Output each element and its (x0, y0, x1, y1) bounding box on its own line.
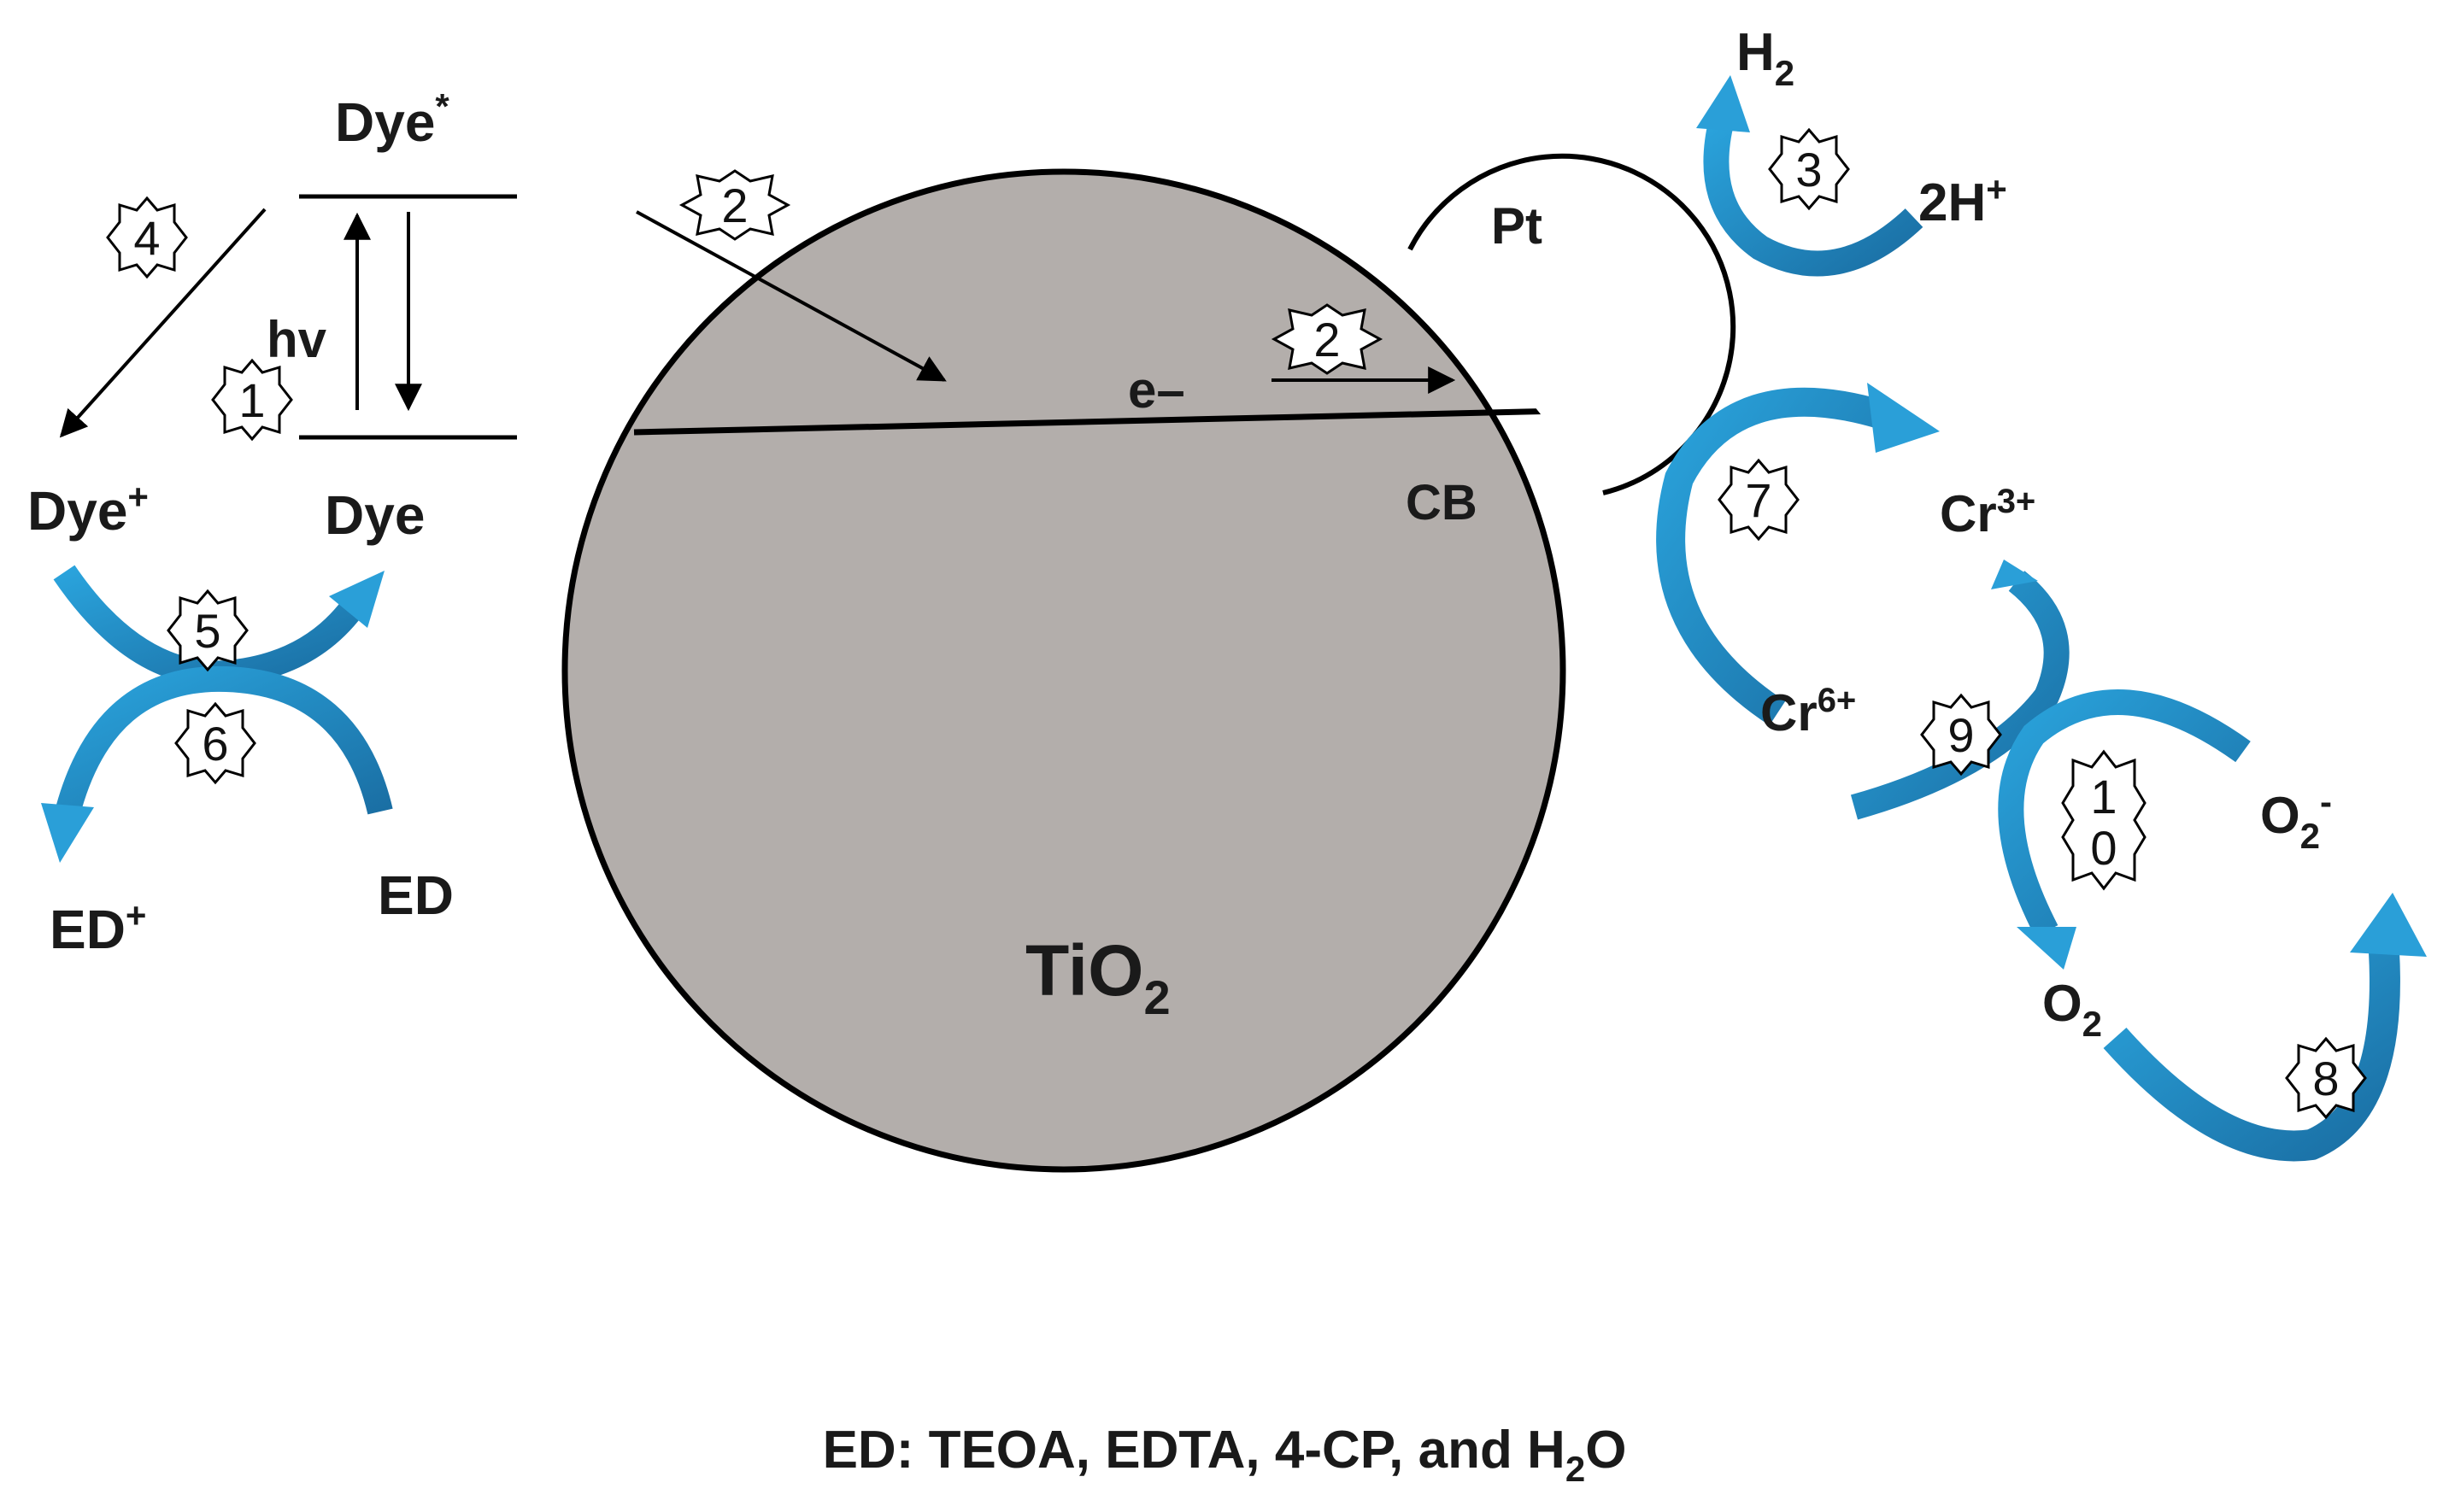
star-badge-icon: 5 (167, 589, 249, 672)
step-6: 6 (202, 717, 228, 771)
star-badge-icon: 8 (2285, 1036, 2367, 1120)
cr3-label: Cr3+ (1940, 483, 2035, 542)
curved-arrow-icon (54, 665, 393, 819)
dye-plus-label: Dye+ (27, 477, 149, 542)
footer-note: ED: TEOA, EDTA, 4-CP, and H2O (823, 1421, 1627, 1489)
2h-plus-label: 2H+ (1918, 169, 2007, 232)
step-8: 8 (2312, 1052, 2339, 1105)
ed-label: ED (378, 864, 454, 926)
step-badges: 4 1 2 2 3 5 6 7 (106, 127, 2367, 1120)
dye-energy-levels (59, 194, 517, 440)
step-3: 3 (1795, 143, 1822, 196)
curved-arrow-icon (1703, 116, 1923, 277)
dye-excited-label: Dye* (335, 86, 449, 153)
step-10-line2: 0 (2090, 821, 2117, 875)
hv-label: hv (267, 311, 327, 368)
curved-arrows (41, 75, 2427, 1162)
dye-label: Dye (325, 484, 425, 546)
step-9: 9 (1947, 708, 1974, 762)
star-badge-icon: 9 (1920, 693, 2002, 777)
step-1: 1 (238, 373, 265, 427)
curved-arrow-icon (1998, 689, 2251, 937)
electron-label: e– (1128, 361, 1185, 419)
o2-radical-label: O2- (2260, 782, 2332, 856)
conduction-band-line (633, 407, 1563, 436)
ed-plus-label: ED+ (50, 895, 146, 960)
step-2b: 2 (1313, 313, 1340, 366)
step-5: 5 (194, 604, 220, 658)
star-badge-icon: 2 (1271, 303, 1383, 375)
h2-label: H2 (1736, 23, 1794, 93)
curved-arrow-icon (1850, 571, 2070, 820)
step-7: 7 (1745, 473, 1771, 527)
star-badge-icon: 1 (211, 358, 293, 442)
labels: Dye* hv Dye+ Dye ED+ ED e– CB TiO2 Pt H2… (27, 23, 2332, 1489)
cr6-label: Cr6+ (1760, 682, 1856, 741)
tio2-label: TiO2 (1025, 930, 1171, 1024)
step-2a: 2 (721, 179, 748, 232)
step-10-line1: 1 (2090, 770, 2117, 823)
o2-label: O2 (2042, 975, 2102, 1044)
star-badge-icon: 4 (106, 196, 188, 279)
star-badge-icon: 2 (678, 169, 791, 241)
curved-arrow-icon (2103, 952, 2400, 1162)
star-badge-icon: 6 (174, 701, 256, 785)
pt-label: Pt (1491, 197, 1542, 255)
star-badge-icon: 3 (1768, 127, 1850, 211)
star-badge-icon: 7 (1718, 458, 1800, 542)
step-4: 4 (133, 211, 160, 265)
curved-arrow-icon (1656, 387, 1884, 726)
tio2-particle (561, 168, 1566, 1173)
injection-arrow (636, 210, 947, 382)
star-badge-icon: 1 0 (2061, 749, 2147, 891)
oxidation-arrow (59, 208, 267, 438)
cb-label: CB (1406, 475, 1477, 530)
